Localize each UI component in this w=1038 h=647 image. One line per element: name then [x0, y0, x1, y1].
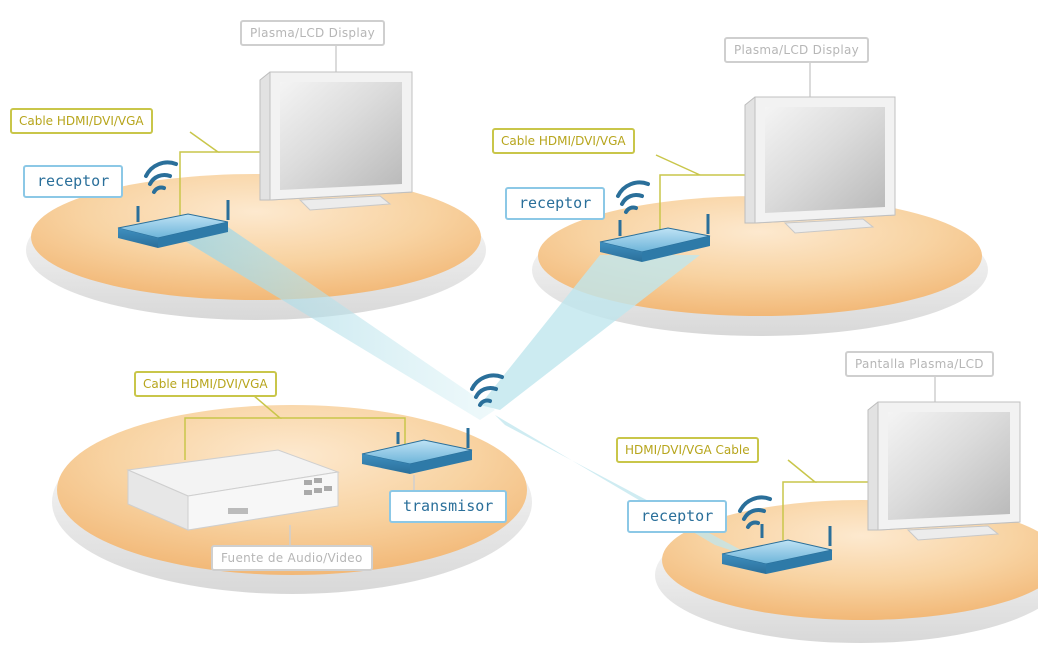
wifi-signal-icon [144, 160, 178, 194]
cable-label-bottom-left: Cable HDMI/DVI/VGA [134, 371, 277, 397]
wifi-signal-icon [616, 180, 650, 214]
monitor-icon [867, 401, 1021, 541]
wifi-signal-icon [738, 495, 772, 529]
transmitter-label: transmisor [389, 490, 508, 523]
source-label: Fuente de Audio/Video [211, 545, 373, 571]
wireless-receiver-icon [117, 200, 230, 248]
receptor-label-top-left: receptor [23, 165, 124, 198]
receptor-label-top-right: receptor [505, 187, 606, 220]
wifi-signal-icon [470, 373, 504, 407]
display-label-bottom-right: Pantalla Plasma/LCD [845, 351, 994, 377]
wireless-transmitter-icon [361, 428, 473, 474]
wireless-receiver-icon [721, 524, 833, 574]
cable-label-bottom-right: HDMI/DVI/VGA Cable [616, 437, 759, 463]
beam-to-top-left [175, 225, 495, 420]
receptor-label-bottom-right: receptor [627, 500, 728, 533]
beam-to-top-right [480, 255, 700, 410]
monitor-icon [259, 71, 413, 211]
display-label-lines [289, 44, 936, 545]
cable-label-top-right: Cable HDMI/DVI/VGA [492, 128, 635, 154]
monitor-icon [744, 96, 896, 234]
display-label-top-left: Plasma/LCD Display [240, 20, 386, 46]
wireless-receiver-icon [599, 214, 711, 262]
dvd-player-icon [126, 449, 340, 531]
wireless-beams [175, 225, 760, 560]
display-label-top-right: Plasma/LCD Display [724, 37, 870, 63]
cable-label-top-left: Cable HDMI/DVI/VGA [10, 108, 153, 134]
